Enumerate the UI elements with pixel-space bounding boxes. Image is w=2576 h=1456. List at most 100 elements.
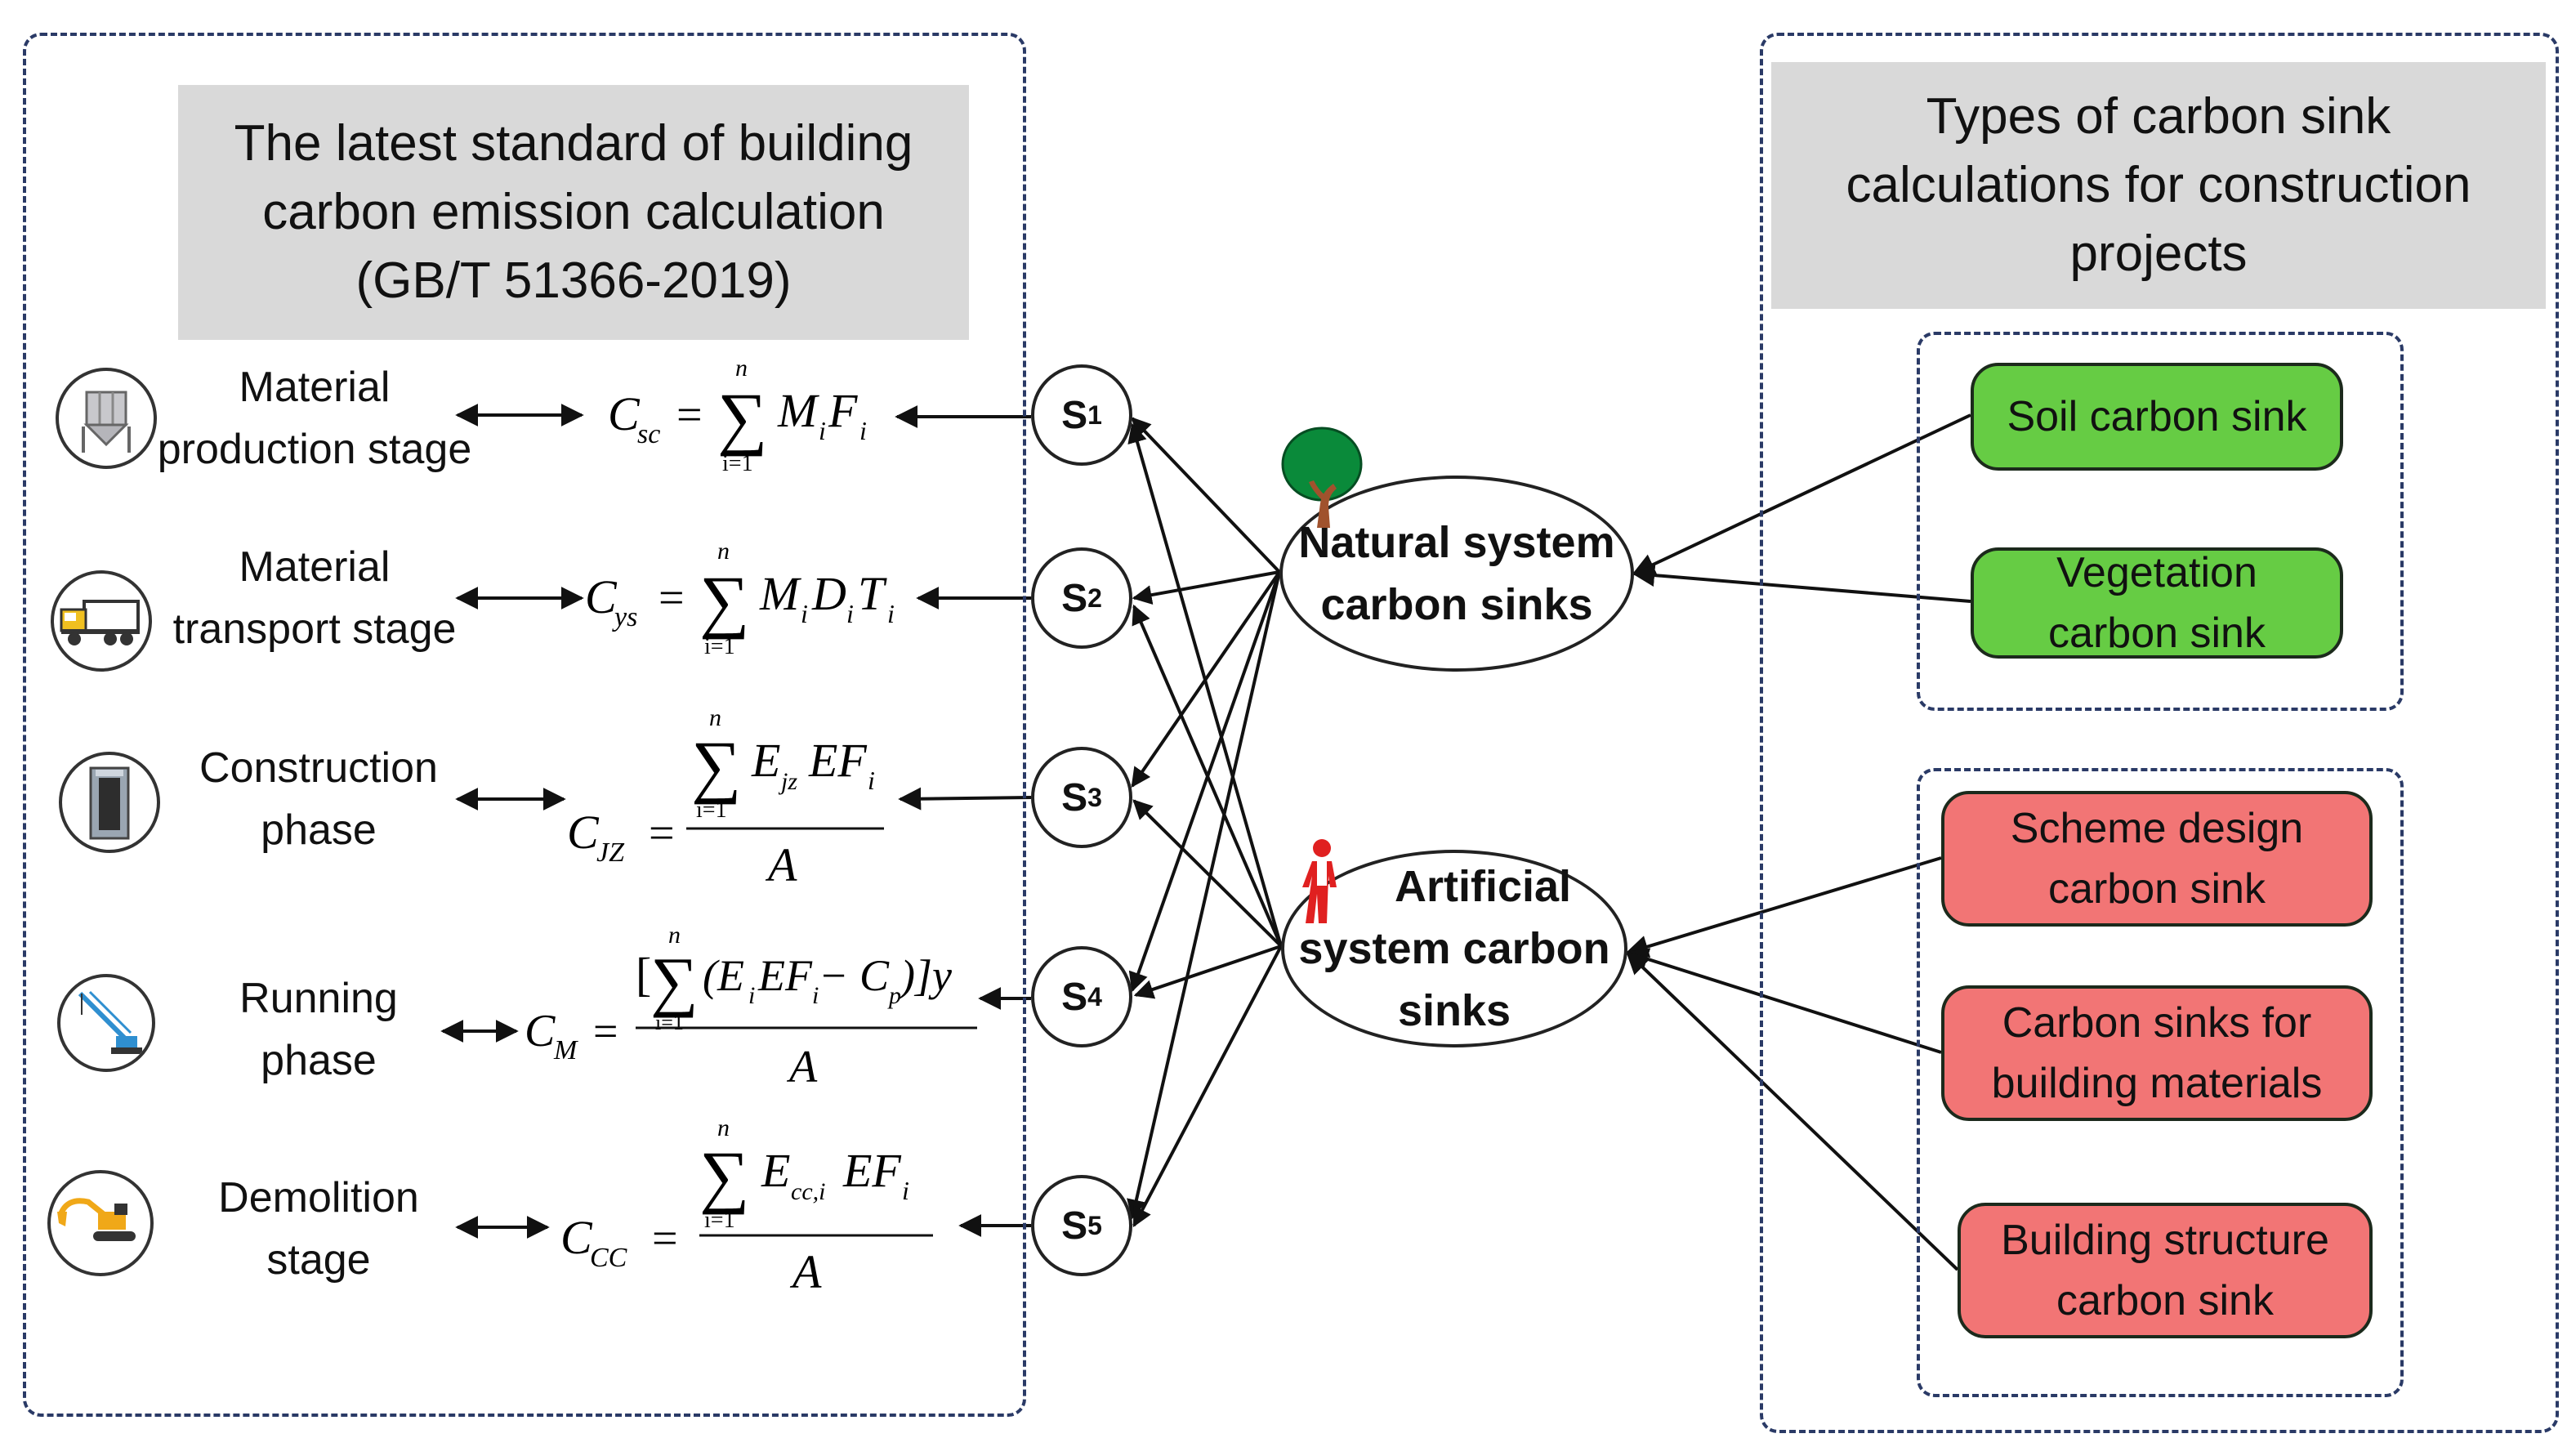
sink-line2: carbon sink: [2048, 610, 2266, 657]
left-header-line2: carbon emission calculation: [262, 184, 885, 240]
left-header: The latest standard of building carbon e…: [178, 85, 969, 340]
arrow-artificial-s4: [1133, 945, 1282, 999]
s-node-sub: 2: [1087, 583, 1102, 613]
left-header-line3: (GB/T 51366-2019): [355, 252, 792, 309]
sink-line1: Building structure: [2001, 1217, 2329, 1264]
sink-line2: building materials: [1991, 1060, 2323, 1107]
svg-text:∑: ∑: [691, 726, 741, 805]
stage-label-line1: Running: [239, 975, 398, 1022]
svg-text:=: =: [659, 573, 685, 623]
left-panel-frame: [23, 33, 1026, 1417]
svg-text:=: =: [676, 390, 703, 440]
person-icon: [1302, 839, 1337, 923]
formula-num-b: EF: [842, 1144, 901, 1197]
building-structure-carbon-sink: Building structure carbon sink: [1958, 1203, 2373, 1338]
formula-num-b-sub: i: [868, 766, 875, 795]
building-materials-carbon-sink: Carbon sinks for building materials: [1941, 985, 2373, 1121]
formula-num-b-sub: i: [812, 982, 819, 1009]
formula-material-production: C sc = ∑ n i=1 M i F i: [608, 355, 867, 476]
silo-icon: [56, 368, 157, 469]
formula-upper: n: [735, 355, 748, 382]
arrow-s3-formula: [898, 787, 1032, 811]
arrow-soil-natural: [1632, 413, 1971, 575]
formula-body2-sub: i: [846, 599, 854, 628]
sink-line1: Scheme design: [2010, 805, 2304, 852]
formula-running: C M = [ ∑ n i=1 (E i EF i − C p )]y A: [525, 922, 977, 1092]
hub-line1: Artificial: [1394, 862, 1572, 911]
formula-body: M: [759, 567, 801, 620]
stage-label-line2: stage: [266, 1236, 371, 1284]
s-node-label: S: [1061, 576, 1088, 620]
formula-lower: i=1: [704, 1208, 735, 1233]
formula-lower: i=1: [696, 797, 727, 823]
stage-label-line2: phase: [261, 1037, 377, 1084]
formula-num-a-sub: cc,i: [791, 1178, 825, 1205]
hub-line3: sinks: [1397, 986, 1511, 1035]
arrow-artificial-s5: [1132, 945, 1283, 1228]
crane-icon: [57, 974, 155, 1072]
formula-body: M: [777, 384, 819, 437]
formula-body3: T: [858, 567, 887, 620]
excavator-icon: [47, 1170, 154, 1276]
arrow-scheme-artificial: [1625, 856, 1942, 958]
formula-lhs: C: [608, 387, 641, 440]
arrow-structure-artificial: [1625, 951, 1959, 1271]
formula-body3-sub: i: [887, 599, 895, 628]
formula-upper: n: [709, 704, 721, 731]
vegetation-carbon-sink: Vegetation carbon sink: [1971, 547, 2343, 659]
formula-num-paren: (E: [703, 951, 744, 1000]
stage-material-production: Material production stage: [131, 353, 498, 484]
sink-line2: carbon sink: [2056, 1277, 2274, 1324]
stage-running: Running phase: [180, 964, 458, 1095]
formula-lower: i=1: [655, 1011, 684, 1034]
natural-system-hub: Natural system carbon sinks: [1279, 476, 1634, 672]
formula-body-sub: i: [819, 416, 826, 445]
formula-body2-sub: i: [859, 416, 867, 445]
arrow-materials-artificial: [1625, 948, 1942, 1054]
formula-num-a: E: [751, 734, 780, 787]
formula-num-a: E: [761, 1144, 790, 1197]
formula-den: A: [765, 838, 797, 891]
left-header-line1: The latest standard of building: [234, 115, 913, 172]
s-node-label: S: [1061, 1204, 1088, 1248]
stage-label-line1: Material: [239, 364, 391, 411]
stage-demolition: Demolition stage: [180, 1163, 458, 1294]
formula-demolition: C CC = ∑ n i=1 E cc,i EF i A: [560, 1114, 933, 1298]
soil-carbon-sink: Soil carbon sink: [1971, 363, 2343, 471]
arrow-artificial-s2: [1132, 604, 1283, 947]
s-node-label: S: [1061, 393, 1088, 437]
right-header-line1: Types of carbon sink: [1926, 88, 2391, 145]
s-node-label: S: [1061, 975, 1088, 1019]
formula-num-b-sub: i: [902, 1176, 909, 1205]
formula-lower: i=1: [704, 634, 735, 659]
svg-text:∑: ∑: [699, 1137, 749, 1215]
formula-num-a-sub: i: [748, 982, 755, 1009]
stage-label-line2: transport stage: [172, 605, 457, 653]
formula-num-b: EF: [808, 734, 867, 787]
right-header-line3: projects: [2069, 226, 2248, 282]
stage-label-line1: Demolition: [218, 1174, 419, 1222]
arrow-vegetation-natural: [1632, 564, 1971, 603]
svg-text:∑: ∑: [650, 944, 698, 1018]
hub-line1: Natural system: [1298, 518, 1615, 567]
formula-lhs-sub: sc: [637, 419, 660, 449]
s-node-label: S: [1061, 775, 1088, 820]
natural-sinks-group-frame: [1917, 332, 2404, 711]
artificial-sinks-group-frame: [1917, 768, 2404, 1397]
formula-lhs-sub: M: [553, 1035, 578, 1065]
arrow-natural-s5: [1127, 571, 1281, 1220]
scheme-design-carbon-sink: Scheme design carbon sink: [1941, 791, 2373, 927]
tree-icon: [1281, 427, 1363, 528]
formula-upper: n: [668, 922, 681, 949]
stage-label-line1: Construction: [199, 744, 438, 792]
hub-line2: carbon sinks: [1320, 580, 1593, 629]
formula-upper: n: [717, 538, 730, 565]
formula-lhs-sub: CC: [590, 1243, 627, 1273]
truck-icon: [51, 570, 152, 672]
building-icon: [59, 752, 160, 853]
formula-den: A: [789, 1245, 822, 1298]
